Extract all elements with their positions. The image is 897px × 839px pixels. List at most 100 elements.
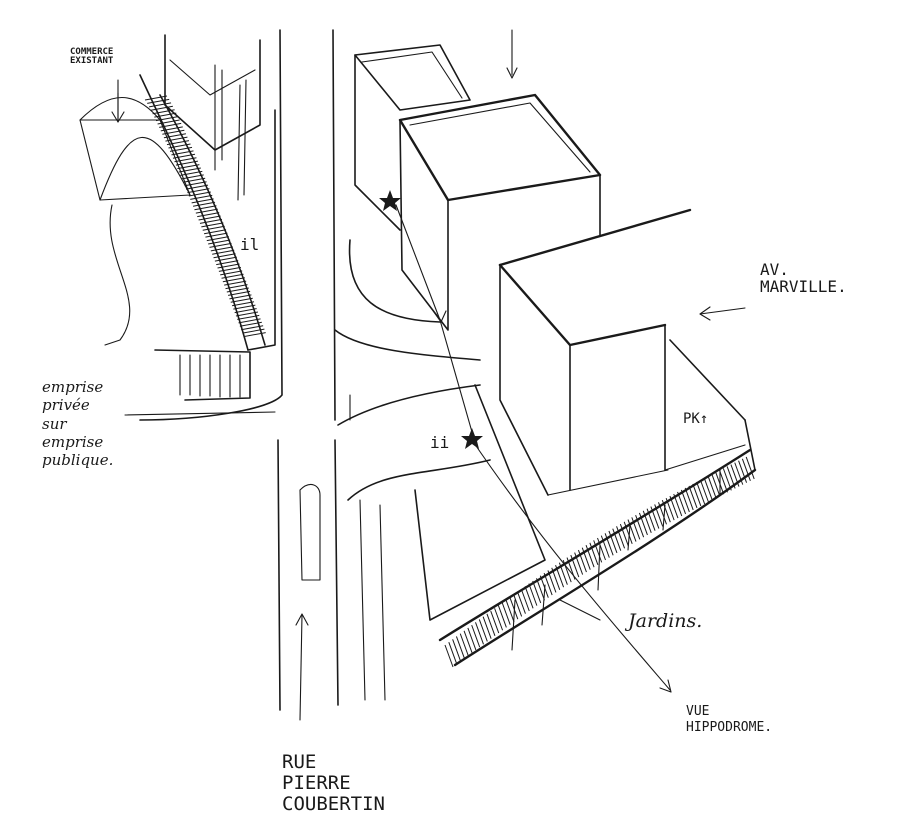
- right-figures-glyph: ii: [430, 433, 449, 452]
- vue-hippodrome-label: VUE HIPPODROME.: [686, 704, 773, 735]
- hatch-stroke: [547, 570, 557, 593]
- hatch-stroke: [654, 504, 664, 527]
- hatch-stroke: [501, 602, 511, 625]
- hatch-stroke: [154, 112, 177, 118]
- hatch-stroke: [205, 232, 228, 238]
- hatch-stroke: [551, 567, 561, 590]
- hatch-stroke: [513, 594, 523, 617]
- hatch-stroke: [188, 191, 211, 197]
- hatch-stroke: [201, 222, 224, 228]
- hatch-stroke: [195, 208, 218, 214]
- hatch-stroke: [444, 644, 454, 668]
- arrow-icon: [295, 613, 309, 721]
- hatch-stroke: [213, 253, 236, 259]
- hatch-stroke: [669, 495, 679, 519]
- arrow-icon: [506, 29, 518, 79]
- hatch-stroke: [212, 249, 235, 255]
- hatch-stroke: [490, 610, 500, 634]
- hatch-stroke: [638, 512, 648, 536]
- hatch-stroke: [181, 174, 204, 180]
- hatch-stroke: [209, 242, 232, 248]
- hatch-stroke: [589, 542, 599, 565]
- street-rue-pierre-coubertin: [139, 29, 339, 711]
- hatch-stroke: [604, 533, 614, 556]
- hatch-stroke: [528, 583, 538, 606]
- av-marville-label: AV. MARVILLE.: [760, 260, 847, 296]
- hatch-stroke: [202, 225, 225, 231]
- arrow-icon: [471, 439, 672, 693]
- hatch-stroke: [558, 562, 568, 585]
- star-icon: [379, 190, 401, 211]
- hatch-stroke: [612, 528, 622, 551]
- hatch-stroke: [741, 458, 751, 481]
- hatch-stroke: [665, 497, 675, 521]
- canopy-sketch: [79, 92, 191, 346]
- hatch-stroke: [730, 464, 740, 487]
- hatch-stroke: [699, 479, 709, 503]
- hatch-stroke: [593, 540, 603, 563]
- hatch-stroke: [234, 308, 257, 314]
- hatch-stroke: [191, 198, 214, 204]
- hatch-stroke: [608, 530, 618, 554]
- hatch-stroke: [147, 98, 170, 104]
- hatch-stroke: [696, 481, 706, 505]
- hatch-stroke: [231, 301, 255, 307]
- hatch-stroke: [150, 105, 173, 111]
- arrow-icon: [699, 306, 746, 321]
- central-buildings: [354, 44, 692, 496]
- left-figures-glyph: il: [240, 235, 259, 254]
- hatch-stroke: [467, 627, 477, 651]
- hatch-stroke: [475, 622, 484, 645]
- star-icon: [461, 428, 483, 449]
- hatch-stroke: [581, 547, 591, 570]
- hatch-stroke: [486, 613, 496, 637]
- hatch-stroke: [509, 597, 519, 620]
- hatch-stroke: [482, 616, 492, 639]
- hatch-stroke: [532, 580, 542, 604]
- hatch-stroke: [494, 608, 504, 631]
- hatch-stroke: [673, 493, 683, 517]
- hatch-stroke: [585, 545, 595, 568]
- hatch-stroke: [570, 554, 580, 578]
- hatch-stroke: [734, 462, 744, 485]
- hatch-stroke: [688, 485, 698, 509]
- hatch-stroke: [144, 95, 168, 101]
- hatch-stroke: [520, 588, 530, 612]
- hatch-stroke: [661, 500, 671, 523]
- hatch-stroke: [600, 535, 610, 558]
- hatch-stroke: [148, 102, 172, 108]
- hatch-stroke: [711, 473, 721, 497]
- hatch-stroke: [455, 636, 465, 659]
- hatch-stroke: [745, 456, 755, 480]
- hatch-stroke: [478, 619, 488, 642]
- hatch-stroke: [627, 519, 637, 542]
- hatch-stroke: [184, 181, 207, 187]
- hatch-stroke: [192, 201, 216, 207]
- hatch-stroke: [677, 491, 687, 515]
- hatch-stroke: [524, 586, 534, 609]
- boardwalk-hatching: [444, 456, 755, 668]
- hatch-stroke: [206, 236, 229, 242]
- hatch-stroke: [463, 630, 473, 653]
- hatch-stroke: [539, 575, 549, 598]
- pk-label: PK↑: [683, 411, 709, 427]
- hatch-stroke: [448, 641, 458, 665]
- commerce-existant-label: COMMERCE EXISTANT: [70, 47, 114, 67]
- left-plaza: il: [139, 74, 276, 401]
- hatch-stroke: [217, 263, 240, 269]
- hatch-stroke: [459, 633, 469, 656]
- jardins-label: Jardins.: [628, 610, 703, 632]
- hatch-stroke: [452, 639, 462, 662]
- hatch-stroke: [214, 256, 237, 262]
- hatch-stroke: [692, 483, 702, 507]
- arrow-icon: [559, 599, 601, 621]
- emprise-label: emprise privée sur emprise publique.: [42, 378, 114, 470]
- rue-pierre-coubertin-label: RUE PIERRE COUBERTIN: [282, 751, 385, 815]
- hatch-stroke: [623, 521, 633, 544]
- hatch-stroke: [719, 470, 728, 493]
- hatch-stroke: [497, 605, 507, 628]
- hatch-stroke: [471, 624, 481, 648]
- hatch-stroke: [178, 167, 201, 173]
- hatch-stroke: [726, 466, 736, 489]
- arrow-icon: [395, 204, 473, 433]
